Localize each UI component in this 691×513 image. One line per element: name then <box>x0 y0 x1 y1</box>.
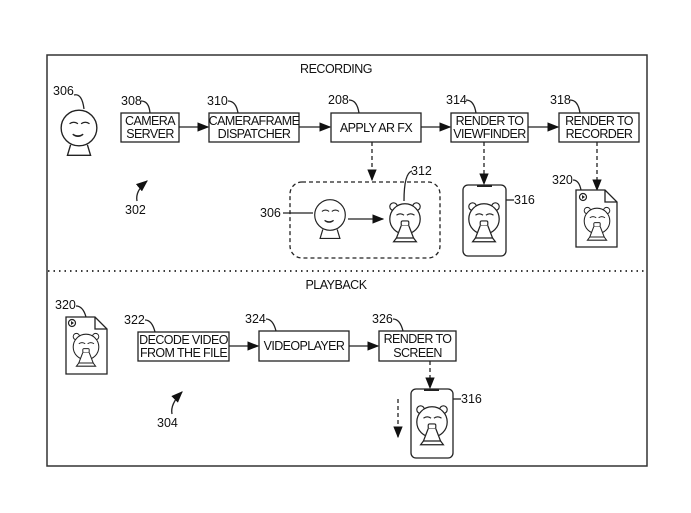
ref-arrow <box>135 180 148 202</box>
ref-label-324: 324 <box>245 312 266 326</box>
svg-text:DISPATCHER: DISPATCHER <box>218 127 291 141</box>
svg-text:CAMERAFRAME: CAMERAFRAME <box>209 114 300 128</box>
render-to-recorder-box: RENDER TO RECORDER <box>558 112 640 143</box>
svg-text:FROM THE FILE: FROM THE FILE <box>140 346 227 360</box>
playback-title: PLAYBACK <box>305 278 367 292</box>
ref-label-318: 318 <box>550 93 571 107</box>
source-video-file-icon <box>65 316 108 375</box>
leader-line <box>75 305 87 318</box>
ref-label-316: 316 <box>514 193 535 207</box>
ref-label-312: 312 <box>411 164 432 178</box>
cameraframe-dispatcher-box: CAMERAFRAME DISPATCHER <box>208 112 300 143</box>
ref-label-302: 302 <box>125 203 146 217</box>
leader-line <box>569 99 581 114</box>
bear-effect-face-icon <box>389 202 421 243</box>
diagram-frame <box>46 54 648 467</box>
viewfinder-phone-icon <box>462 184 507 257</box>
render-to-viewfinder-box: RENDER TO VIEWFINDER <box>450 112 529 143</box>
ref-label-314: 314 <box>446 93 467 107</box>
svg-text:VIEWFINDER: VIEWFINDER <box>453 127 526 141</box>
leader-line <box>348 99 360 114</box>
ref-label-322: 322 <box>124 313 145 327</box>
leader-line <box>265 318 277 332</box>
svg-text:DECODE VIDEO: DECODE VIDEO <box>139 333 229 347</box>
camera-server-box: CAMERA SERVER <box>120 112 180 143</box>
leader-line <box>392 318 404 332</box>
videoplayer-box: VIDEOPLAYER <box>258 330 350 362</box>
ref-label-308: 308 <box>121 94 142 108</box>
leader-line <box>144 319 156 333</box>
svg-text:SERVER: SERVER <box>126 127 174 141</box>
ref-label-320-playback: 320 <box>55 298 76 312</box>
svg-text:RECORDER: RECORDER <box>566 127 633 141</box>
apply-ar-fx-box: APPLY AR FX <box>330 112 422 143</box>
render-to-screen-box: RENDER TO SCREEN <box>378 330 457 362</box>
leader-line <box>403 170 413 202</box>
svg-text:VIDEOPLAYER: VIDEOPLAYER <box>264 339 345 353</box>
leader-line <box>572 179 582 191</box>
svg-text:RENDER TO: RENDER TO <box>456 114 525 128</box>
ref-label-306-group: 306 <box>260 206 281 220</box>
svg-text:CAMERA: CAMERA <box>125 114 176 128</box>
ref-label-304: 304 <box>157 416 178 430</box>
recorded-video-file-icon <box>575 189 618 248</box>
ref-label-320: 320 <box>552 173 573 187</box>
leader-line <box>227 100 239 114</box>
svg-text:SCREEN: SCREEN <box>393 346 442 360</box>
ref-label-316-playback: 316 <box>461 392 482 406</box>
user-face-icon <box>60 109 98 156</box>
original-face-icon <box>314 199 346 239</box>
ref-label-326: 326 <box>372 312 393 326</box>
recording-title: RECORDING <box>300 62 372 76</box>
ref-arrow <box>171 391 183 415</box>
svg-text:RENDER TO: RENDER TO <box>384 332 453 346</box>
ar-effect-group <box>289 181 441 259</box>
leader-line <box>465 99 477 114</box>
decode-video-box: DECODE VIDEO FROM THE FILE <box>137 331 230 362</box>
leader-line <box>73 94 85 110</box>
svg-text:APPLY AR FX: APPLY AR FX <box>340 121 413 135</box>
svg-text:RENDER TO: RENDER TO <box>565 114 634 128</box>
screen-phone-icon <box>410 388 454 459</box>
ref-label-310: 310 <box>207 94 228 108</box>
ref-label-306: 306 <box>53 84 74 98</box>
ref-label-208: 208 <box>328 93 349 107</box>
leader-line <box>140 100 151 114</box>
